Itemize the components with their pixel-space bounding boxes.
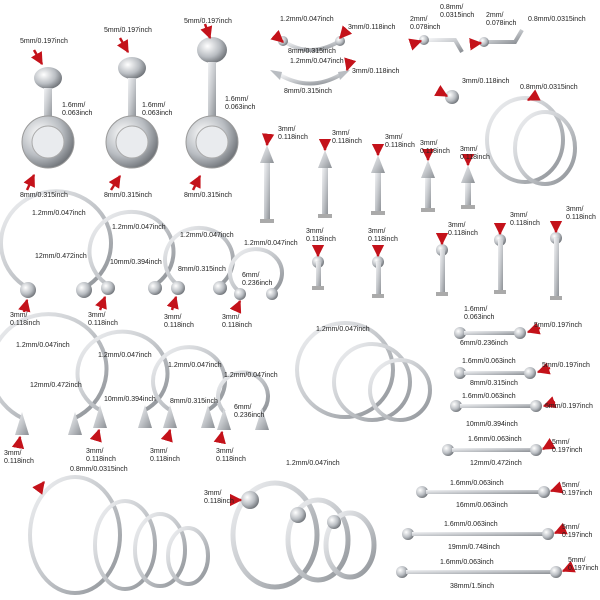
dim-label: 1.2mm/0.047inch [280, 16, 334, 23]
dim-label: 2mm/ 0.078inch [486, 12, 517, 27]
dim-label: 3mm/ 0.118inch [448, 222, 478, 237]
dim-label: 1.2mm/0.047inch [98, 352, 152, 359]
segment-hoops [295, 321, 432, 422]
dim-label: 5mm/0.197inch [104, 27, 152, 34]
dim-label: 6mm/0.236inch [460, 340, 508, 347]
dim-label: 3mm/0.118inch [352, 68, 400, 75]
dim-label: 8mm/0.315inch [470, 380, 518, 387]
belly-ring-10mm [105, 57, 159, 169]
dim-label: 1.6mm/0.063inch [444, 521, 498, 528]
dim-label: 1.6mm/0.063inch [468, 436, 522, 443]
dim-label: 1.6mm/0.063inch [462, 358, 516, 365]
small-nose-hoops [485, 96, 577, 186]
dim-label: 3mm/ 0.118inch [332, 130, 362, 145]
dim-label: 3mm/ 0.118inch [86, 448, 116, 463]
dim-label: 16mm/0.063inch [456, 502, 508, 509]
dim-label: 38mm/1.5inch [450, 583, 494, 590]
dim-label: 8mm/0.315inch [104, 192, 152, 199]
dim-label: 1.2mm/0.047inch [168, 362, 222, 369]
nose-studs [419, 28, 524, 104]
dim-label: 8mm/0.315inch [184, 192, 232, 199]
dim-label: 3mm/0.118inch [348, 24, 396, 31]
dim-label: 3mm/ 0.118inch [368, 228, 398, 243]
dim-label: 3mm/ 0.118inch [164, 314, 194, 329]
dim-label: 1.2mm/0.047inch [32, 210, 86, 217]
dim-label: 1.2mm/0.047inch [316, 326, 370, 333]
captive-bead-rings [230, 480, 377, 590]
septum-hoops [28, 475, 210, 595]
dim-label: 3mm/ 0.118inch [10, 312, 40, 327]
dim-label: 3mm/ 0.118inch [204, 490, 234, 505]
dim-label: 1.6mm/ 0.063inch [225, 96, 256, 111]
dim-label: 12mm/0.472inch [470, 460, 522, 467]
dim-label: 3mm/ 0.118inch [420, 140, 450, 155]
spike-labrets [260, 145, 475, 223]
dim-label: 1.2mm/0.047inch [112, 224, 166, 231]
dim-label: 10mm/0.394inch [466, 421, 518, 428]
dim-label: 1.2mm/0.047inch [224, 372, 278, 379]
dim-label: 5mm/0.197inch [542, 362, 590, 369]
dim-label: 3mm/ 0.118inch [510, 212, 540, 227]
dim-label: 3mm/ 0.118inch [278, 126, 308, 141]
dim-label: 3mm/ 0.118inch [88, 312, 118, 327]
dim-label: 1.2mm/0.047inch [16, 342, 70, 349]
dim-label: 1.6mm/ 0.063inch [464, 306, 495, 321]
dim-label: 5mm/ 0.197inch [552, 439, 583, 454]
dim-label: 10mm/0.394inch [104, 396, 156, 403]
dim-label: 3mm/ 0.118inch [460, 146, 490, 161]
curved-barbells [270, 36, 350, 86]
dim-label: 3mm/0.118inch [462, 78, 510, 85]
dim-label: 1.6mm/ 0.063inch [62, 102, 93, 117]
dim-label: 6mm/ 0.236inch [242, 272, 273, 287]
dim-label: 8mm/0.315inch [288, 48, 336, 55]
dim-label: 10mm/0.394inch [110, 259, 162, 266]
dim-label: 5mm/0.197inch [545, 403, 593, 410]
dim-label: 2mm/ 0.078inch [410, 16, 441, 31]
dim-label: 5mm/0.197inch [20, 38, 68, 45]
belly-ring-12mm [185, 37, 239, 169]
dim-label: 3mm/ 0.118inch [222, 314, 252, 329]
dim-label: 12mm/0.472inch [30, 382, 82, 389]
dim-label: 1.2mm/0.047inch [244, 240, 298, 247]
dim-label: 5mm/0.197inch [184, 18, 232, 25]
dim-label: 5mm/ 0.197inch [562, 524, 593, 539]
dim-label: 0.8mm/0.0315inch [528, 16, 586, 23]
dim-label: 5mm/0.197inch [534, 322, 582, 329]
dim-label: 5mm/ 0.197inch [568, 557, 599, 572]
ball-horseshoes [0, 189, 284, 300]
dim-label: 12mm/0.472inch [35, 253, 87, 260]
dim-label: 8mm/0.315inch [170, 398, 218, 405]
dim-label: 8mm/0.315inch [284, 88, 332, 95]
belly-rings [21, 37, 239, 169]
dim-label: 1.2mm/0.047inch [180, 232, 234, 239]
dim-label: 1.2mm/0.047inch [290, 58, 344, 65]
dim-label: 1.6mm/0.063inch [462, 393, 516, 400]
dim-label: 1.6mm/0.063inch [450, 480, 504, 487]
red-arrows [11, 23, 576, 573]
dim-label: 3mm/ 0.118inch [216, 448, 246, 463]
dim-label: 3mm/ 0.118inch [306, 228, 336, 243]
dim-label: 8mm/0.315inch [20, 192, 68, 199]
dim-label: 0.8mm/ 0.0315inch [440, 4, 475, 19]
dim-label: 1.2mm/0.047inch [286, 460, 340, 467]
dim-label: 8mm/0.315inch [178, 266, 226, 273]
belly-ring-8mm [21, 67, 75, 169]
dim-label: 1.6mm/ 0.063inch [142, 102, 173, 117]
dim-label: 3mm/ 0.118inch [385, 134, 415, 149]
dim-label: 1.6mm/0.063inch [440, 559, 494, 566]
dim-label: 0.8mm/0.0315inch [70, 466, 128, 473]
dim-label: 19mm/0.748inch [448, 544, 500, 551]
dim-label: 0.8mm/0.0315inch [520, 84, 578, 91]
dim-label: 3mm/ 0.118inch [150, 448, 180, 463]
dim-label: 3mm/ 0.118inch [566, 206, 596, 221]
dim-label: 3mm/ 0.118inch [4, 450, 34, 465]
straight-barbells [396, 327, 562, 578]
dim-label: 6mm/ 0.236inch [234, 404, 265, 419]
dim-label: 5mm/ 0.197inch [562, 482, 593, 497]
spike-horseshoes [0, 312, 270, 435]
ball-labrets [312, 232, 562, 300]
